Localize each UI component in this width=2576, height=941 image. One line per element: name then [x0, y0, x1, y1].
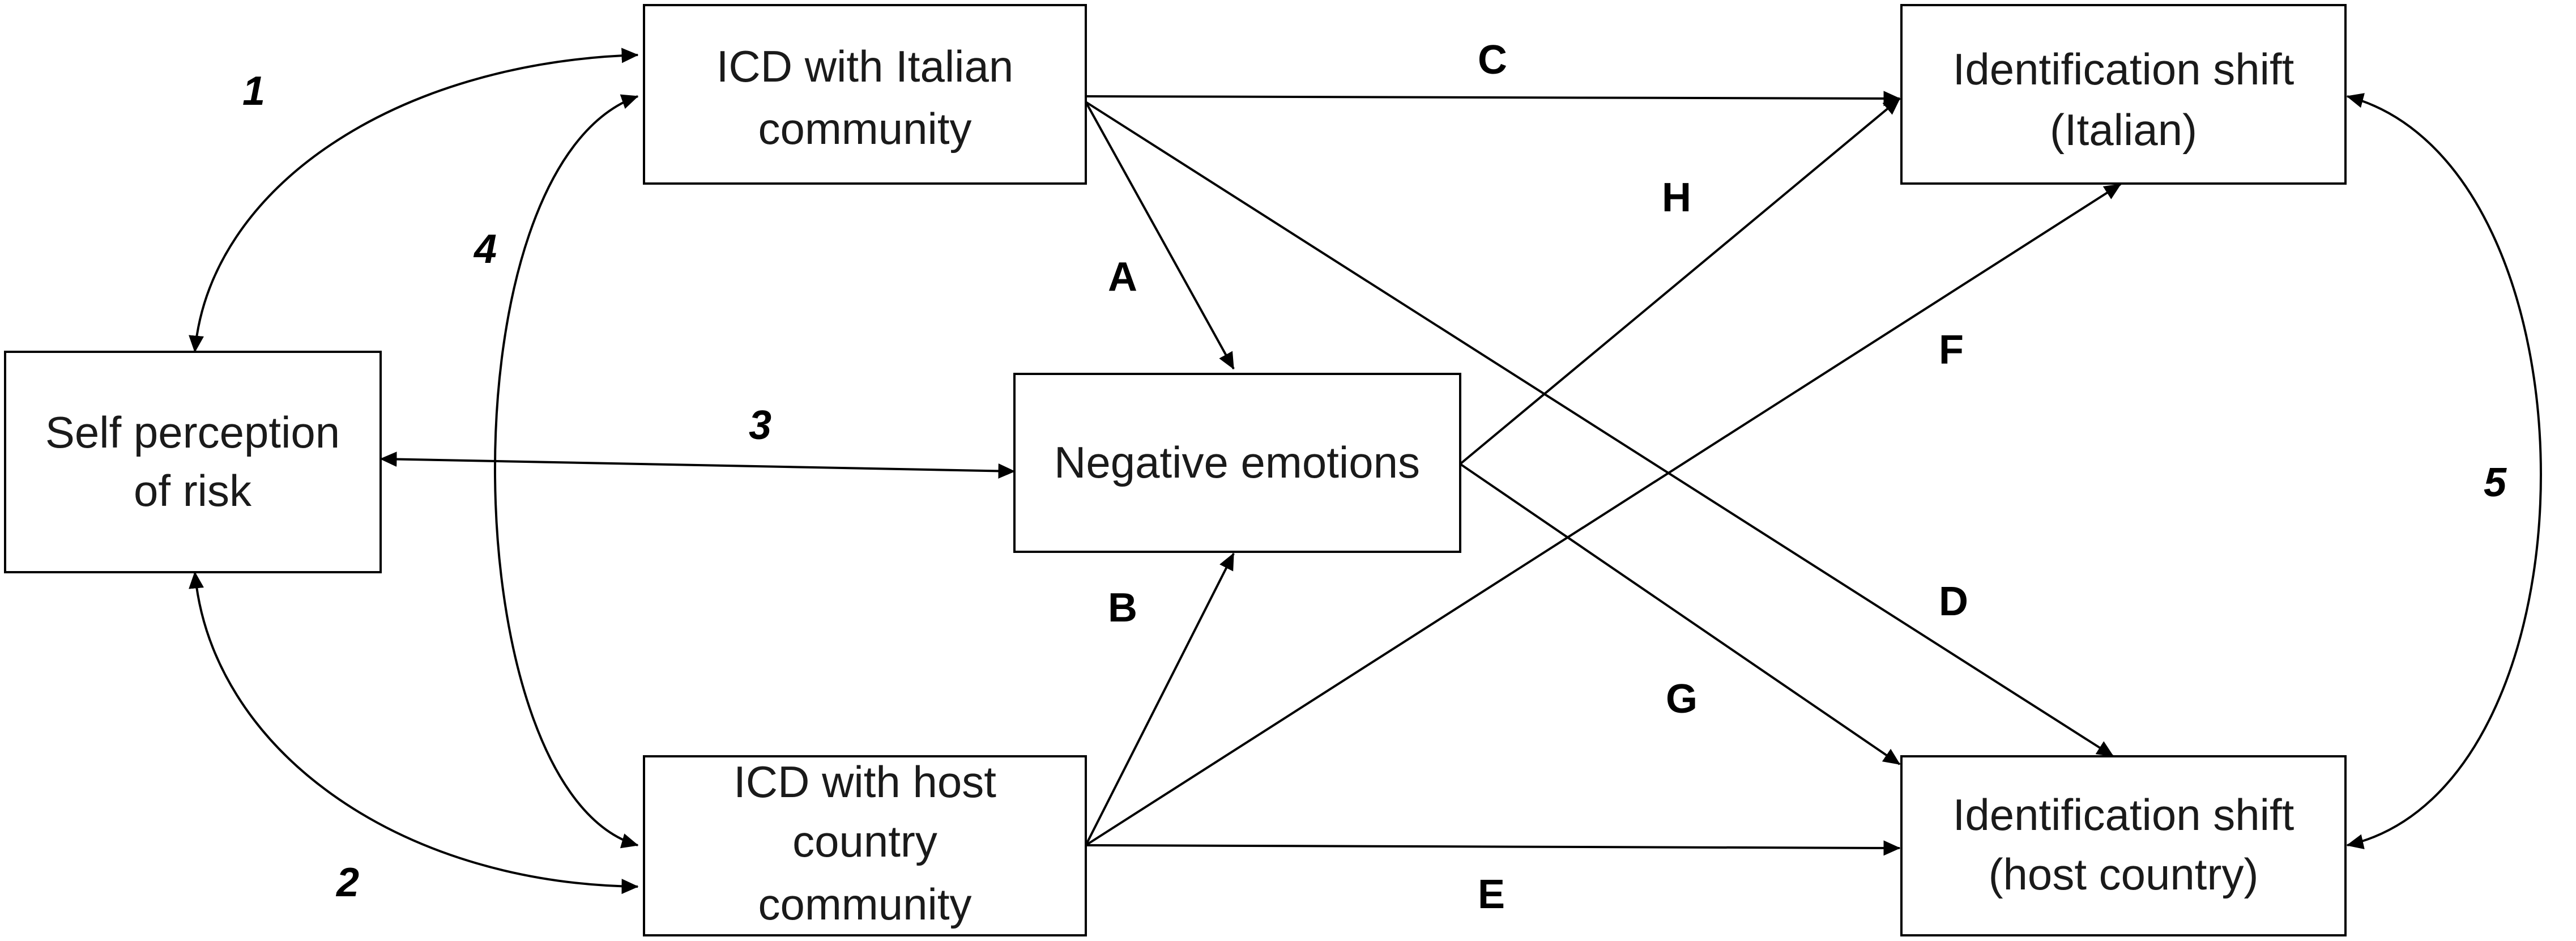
path-label-b: B [1108, 585, 1137, 631]
node-risk-line-2: of risk [134, 466, 252, 516]
covariance-label-3: 3 [749, 403, 771, 448]
path-label-c: C [1478, 37, 1507, 83]
node-negative-emotions: Negative emotions [1013, 373, 1461, 553]
node-icd-italian-community: ICD with Italian community [643, 4, 1087, 185]
covariance-2-arrow [189, 571, 639, 895]
node-icd-host-line-3: community [758, 879, 971, 929]
node-id-host-line-1: Identification shift [1953, 790, 2294, 840]
node-risk-line-1: Self perception [45, 407, 340, 457]
path-label-f: F [1939, 327, 1964, 373]
path-label-d: D [1939, 579, 1968, 624]
node-icd-italian-line-2: community [758, 104, 971, 154]
path-label-e: E [1478, 872, 1505, 917]
node-icd-host-country-community: ICD with host country community [643, 755, 1087, 936]
path-b-arrow [1085, 552, 1235, 846]
path-label-h: H [1662, 175, 1691, 220]
covariance-label-1: 1 [242, 69, 265, 114]
path-label-a: A [1108, 254, 1137, 300]
covariance-4-arrow [493, 94, 639, 849]
path-c-arrow [1085, 91, 1901, 107]
node-neg-line-1: Negative emotions [1054, 437, 1420, 487]
node-identification-shift-host: Identification shift (host country) [1900, 755, 2347, 936]
covariance-1-arrow [189, 48, 639, 353]
path-g-arrow [1459, 463, 1901, 765]
node-icd-host-line-2: country [792, 816, 937, 866]
node-identification-shift-italian: Identification shift (Italian) [1900, 4, 2347, 185]
path-f-arrow [1085, 183, 2122, 846]
path-label-g: G [1666, 676, 1698, 722]
path-d-arrow [1085, 101, 2114, 757]
covariance-5-arrow [2346, 93, 2542, 849]
node-self-perception-of-risk: Self perception of risk [4, 351, 382, 573]
node-id-host-line-2: (host country) [1989, 849, 2259, 899]
node-id-italian-line-2: (Italian) [2050, 105, 2197, 155]
covariance-label-2: 2 [335, 860, 359, 905]
covariance-3-arrow [379, 452, 1016, 479]
covariance-label-5: 5 [2484, 460, 2507, 505]
path-a-arrow [1085, 101, 1235, 370]
node-icd-italian-line-1: ICD with Italian [716, 41, 1014, 91]
covariance-label-4: 4 [473, 227, 497, 272]
path-e-arrow [1085, 840, 1901, 856]
node-id-italian-line-1: Identification shift [1953, 44, 2294, 94]
path-h-arrow [1459, 97, 1901, 465]
node-icd-host-line-1: ICD with host [733, 757, 996, 807]
